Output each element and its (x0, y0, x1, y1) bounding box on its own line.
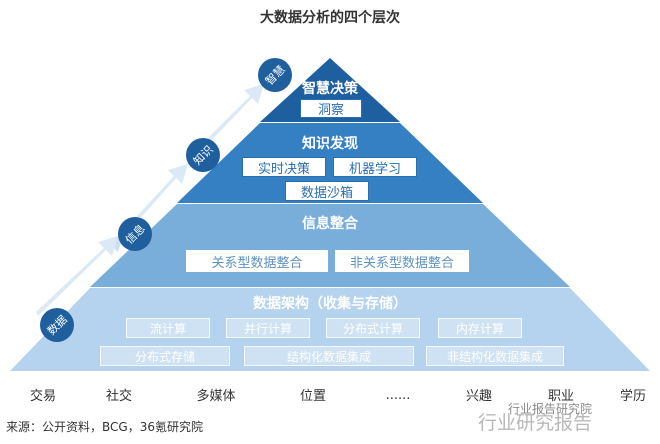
tier-knowledge-box: 实时决策 (242, 157, 326, 177)
tier-wisdom-title: 智慧决策 (302, 81, 358, 97)
tier-data-box: 流计算 (126, 318, 210, 338)
tier-data-box: 内存计算 (438, 318, 522, 338)
tier-knowledge-box: 数据沙箱 (285, 181, 369, 201)
bottom-label: 位置 (299, 389, 326, 404)
ladder-arrow (128, 164, 188, 230)
bottom-label: 职业 (547, 389, 574, 404)
tier-data (10, 288, 650, 371)
bottom-label: 交易 (29, 389, 56, 404)
diagram-title: 大数据分析的四个层次 (260, 10, 400, 26)
bottom-label: 社交 (105, 389, 132, 404)
tier-knowledge-title: 知识发现 (302, 136, 358, 152)
tier-wisdom (260, 58, 400, 122)
tier-knowledge (177, 123, 483, 203)
watermark-main: 行业研究报告 (478, 412, 593, 434)
tier-data-title: 数据架构（收集与存储） (253, 296, 407, 312)
watermark-sub: 行业报告研究院 (508, 402, 593, 416)
tier-information-title: 信息整合 (302, 216, 358, 232)
tier-knowledge-box: 机器学习 (333, 157, 417, 177)
bottom-label: 学历 (619, 389, 646, 404)
bottom-label: 兴趣 (465, 389, 492, 404)
ladder-circle-knowledge (186, 138, 220, 172)
tier-data-box: 分布式计算 (326, 318, 420, 338)
tier-data-box: 并行计算 (226, 318, 310, 338)
ladder-arrow (36, 236, 118, 316)
tier-information-box: 关系型数据整合 (186, 250, 328, 272)
tier-data-box: 非结构化数据集成 (426, 346, 564, 366)
ladder-circle-data (40, 308, 74, 342)
ladder-circle-information (118, 217, 152, 251)
tier-information-box: 非关系型数据整合 (335, 250, 469, 272)
ladder-arrow (202, 84, 264, 148)
ladder-arrow-shaft (0, 0, 1, 1)
tier-data-box: 分布式存储 (100, 346, 230, 366)
bottom-label: 多媒体 (196, 389, 236, 404)
bottom-label: ...... (385, 388, 411, 403)
ladder-circle-wisdom (258, 58, 292, 92)
tier-data-box: 结构化数据集成 (244, 346, 414, 366)
tier-wisdom-box: 洞察 (300, 99, 362, 118)
watermark: 行业报告研究院 行业研究报告 (478, 402, 593, 435)
source-note: 来源：公开资料，BCG，36氪研究院 (6, 420, 203, 434)
